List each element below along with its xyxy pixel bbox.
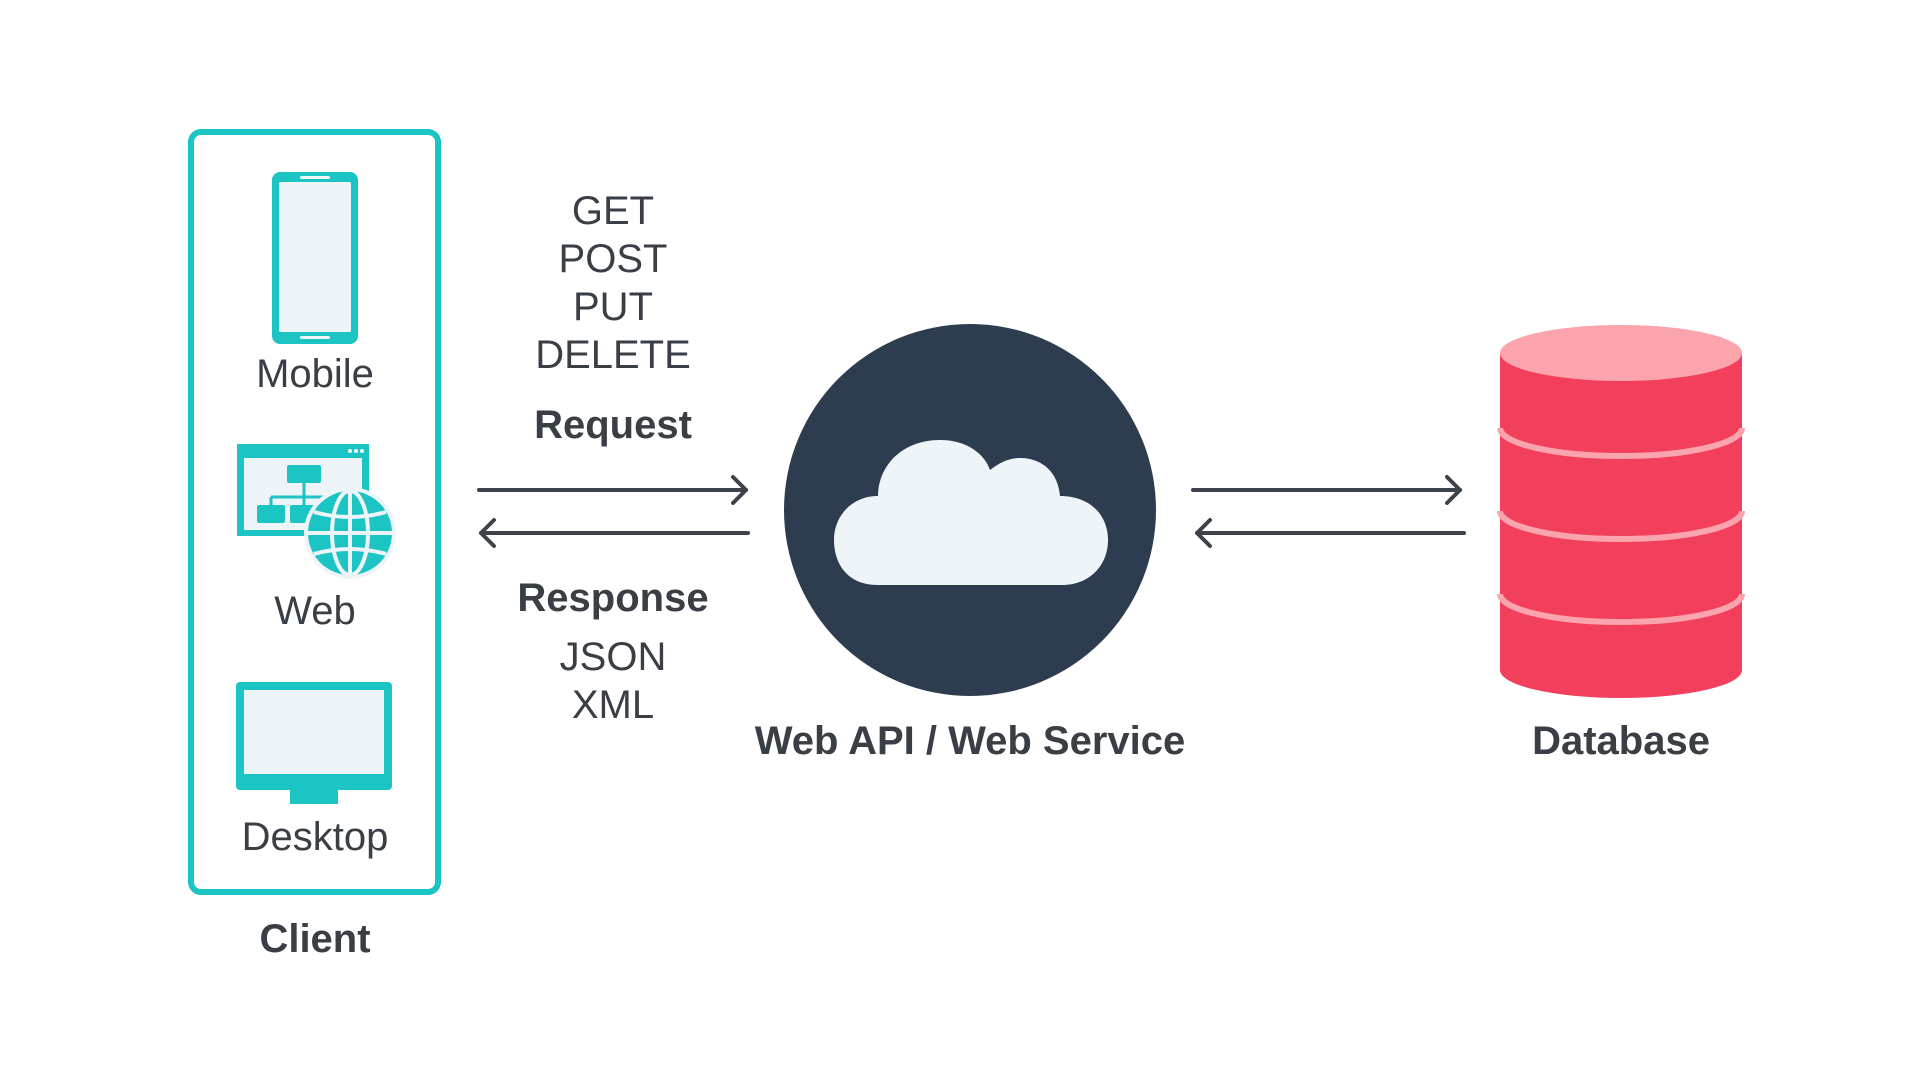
client-title: Client bbox=[259, 917, 370, 961]
request-group: GET POST PUT DELETE Request bbox=[534, 189, 692, 447]
method-delete: DELETE bbox=[535, 333, 691, 377]
cloud-icon bbox=[834, 440, 1108, 585]
response-label: Response bbox=[517, 576, 708, 620]
database-label: Database bbox=[1532, 719, 1710, 763]
method-put: PUT bbox=[573, 285, 653, 329]
desktop-monitor-icon bbox=[236, 682, 392, 804]
database-cylinder-icon bbox=[1497, 325, 1745, 698]
method-post: POST bbox=[559, 237, 668, 281]
response-group: Response JSON XML bbox=[517, 576, 708, 727]
database-group: Database bbox=[1497, 325, 1745, 763]
request-label: Request bbox=[534, 403, 692, 447]
client-group: Mobile Web bbox=[188, 129, 441, 961]
service-to-db-arrow bbox=[1191, 475, 1462, 505]
client-item-web-label: Web bbox=[274, 589, 356, 633]
service-database-arrows bbox=[1191, 475, 1466, 548]
mobile-phone-icon bbox=[272, 172, 358, 344]
db-to-service-arrow bbox=[1195, 518, 1466, 548]
client-item-desktop-label: Desktop bbox=[242, 815, 389, 859]
service-label: Web API / Web Service bbox=[755, 719, 1186, 763]
client-service-arrows bbox=[477, 475, 750, 548]
format-json: JSON bbox=[560, 635, 667, 679]
web-sitemap-globe-icon bbox=[237, 444, 396, 579]
request-arrow bbox=[477, 475, 748, 505]
method-get: GET bbox=[572, 189, 654, 233]
client-item-mobile-label: Mobile bbox=[256, 352, 374, 396]
format-xml: XML bbox=[572, 683, 654, 727]
service-group: Web API / Web Service bbox=[755, 324, 1186, 763]
response-arrow bbox=[479, 518, 750, 548]
client-box bbox=[188, 129, 441, 895]
